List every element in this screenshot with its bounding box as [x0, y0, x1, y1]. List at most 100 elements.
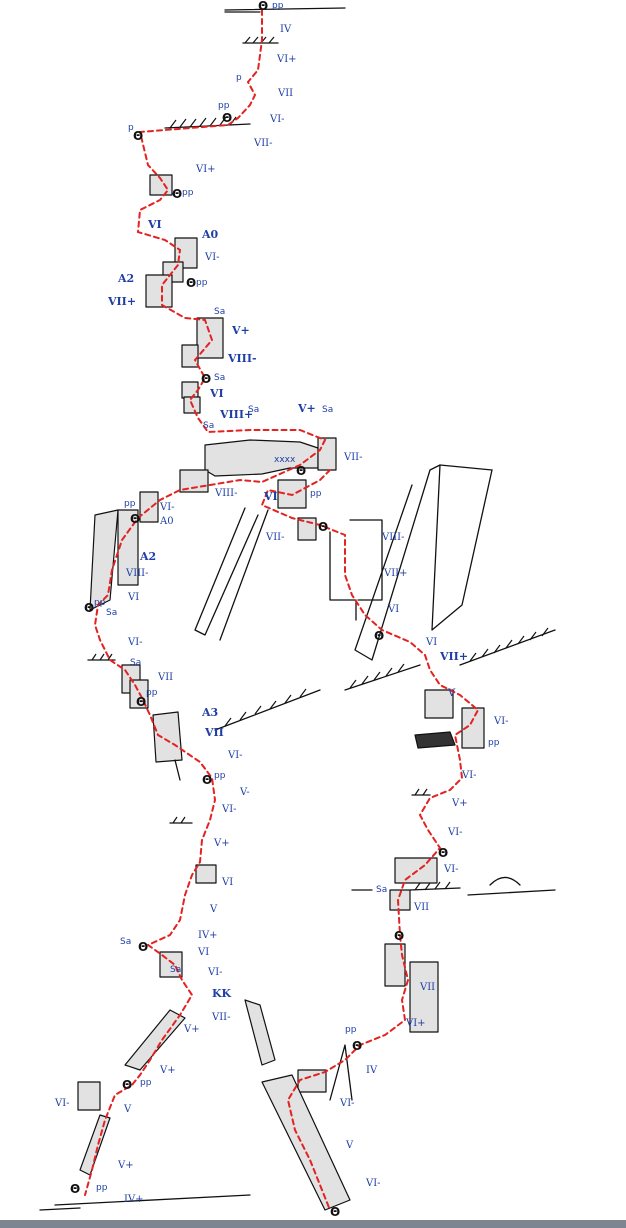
grade-label: V: [209, 904, 218, 915]
belay-icon: Θ: [352, 1039, 362, 1053]
rock-block: [317, 437, 337, 471]
sling-label: Sa: [214, 373, 225, 383]
crux-mark: xxxx: [274, 455, 296, 465]
left-slab: [89, 509, 119, 611]
belay-icon: Θ: [318, 520, 328, 534]
base-ledge: [39, 1207, 81, 1211]
belay-icon: Θ: [133, 129, 143, 143]
grade-label: IV+: [198, 930, 218, 941]
grade-label: VIII-: [125, 568, 148, 579]
grade-label: V-: [239, 787, 250, 798]
grade-label: VI-: [127, 637, 143, 648]
grade-label: VI+: [195, 164, 216, 175]
belay-icon: Θ: [172, 187, 182, 201]
rock-block: [297, 1069, 327, 1093]
boulder: [489, 876, 521, 886]
grade-label: VII: [277, 88, 293, 99]
rock-block: [139, 491, 159, 523]
belay-icon: Θ: [296, 464, 306, 478]
protection-markers: pp p pp p pp pp Sa Sa Sa Sa Sa xxxx pp p…: [94, 1, 500, 1193]
belay-icon: Θ: [130, 512, 140, 526]
sling-label: Sa: [322, 405, 333, 415]
grade-label: A0: [201, 228, 219, 241]
grade-label: V: [123, 1104, 132, 1115]
belay-icon: Θ: [222, 111, 232, 125]
roof-overhang: [204, 439, 319, 477]
right-corner: [349, 519, 383, 601]
lower-left-slab: [79, 1114, 111, 1176]
rock-features: [77, 174, 485, 1211]
grade-label: VIII+: [219, 408, 253, 421]
hatch-ledge: [169, 816, 193, 824]
grade-label: A3: [201, 706, 218, 719]
grade-label: V: [447, 688, 456, 699]
grade-label: VI: [127, 592, 139, 603]
grade-label: VI-: [339, 1098, 355, 1109]
rock-block: [424, 689, 454, 719]
slab-outline: [439, 464, 493, 471]
sling-label: Sa: [120, 937, 131, 947]
grade-label: V: [345, 1140, 354, 1151]
bottom-edge-bar: [0, 1220, 626, 1228]
lower-right-slab: [261, 1074, 351, 1211]
grade-label: VI: [209, 387, 224, 400]
hatch-ledge: [351, 881, 461, 891]
grade-label: V+: [117, 1160, 134, 1171]
rock-block: [389, 889, 411, 911]
sling-label: Sa: [130, 658, 141, 668]
double-piton-label: pp: [124, 499, 136, 509]
grade-label: VI+: [405, 1018, 426, 1029]
grade-label: VI-: [365, 1178, 381, 1189]
ledge-line: [467, 889, 556, 896]
grade-label: VI: [221, 877, 233, 888]
grade-label: VI-: [461, 770, 477, 781]
base-ledge: [54, 1194, 251, 1206]
hatch-ledge: [242, 36, 279, 44]
grade-label: V+: [183, 1024, 200, 1035]
lower-left-slab: [124, 1009, 186, 1071]
grade-label: A2: [117, 272, 134, 285]
hatch-ledge: [87, 653, 116, 661]
rock-block: [174, 237, 198, 269]
belay-icon: Θ: [374, 629, 384, 643]
grade-label: VII-: [253, 138, 273, 149]
rock-block: [195, 864, 217, 884]
grade-label: IV+: [124, 1194, 144, 1205]
rock-block: [461, 707, 485, 749]
grade-label: V+: [231, 324, 250, 337]
hatch-ledge: [459, 627, 556, 666]
piton-label: p: [236, 73, 242, 83]
rock-block: [152, 711, 183, 763]
grade-label: A0: [159, 516, 174, 527]
grade-label: VII: [413, 902, 429, 913]
grade-label: VI: [147, 218, 162, 231]
route-lines: [84, 9, 480, 1211]
belay-icon: Θ: [138, 940, 148, 954]
summit-ledge: [224, 7, 346, 13]
grade-label: VII+: [107, 295, 136, 308]
piton-label: p: [128, 123, 134, 133]
belay-icon: Θ: [202, 773, 212, 787]
double-piton-label: pp: [488, 738, 500, 748]
grade-label: A2: [139, 550, 156, 563]
grade-label: VI: [387, 604, 399, 615]
sling-label: Sa: [214, 307, 225, 317]
grade-label: VII+: [383, 568, 408, 579]
rock-faces: [39, 464, 556, 1211]
grade-label: VI: [263, 490, 278, 503]
belay-icon: Θ: [186, 276, 196, 290]
grade-label: VII-: [343, 452, 363, 463]
double-piton-label: pp: [196, 278, 208, 288]
rock-block: [181, 344, 199, 368]
right-route-grades: VI VII- VIII- VII+ VI VI VII+ V VI- VI- …: [263, 490, 509, 1189]
grade-label: VII+: [439, 650, 468, 663]
belay-icon: Θ: [122, 1078, 132, 1092]
rock-block: [409, 961, 439, 1033]
belay-icon: Θ: [330, 1205, 340, 1219]
grade-label: IV: [280, 24, 292, 35]
double-piton-label: pp: [272, 1, 284, 11]
double-piton-label: pp: [140, 1078, 152, 1088]
right-route-line: [260, 469, 480, 1211]
double-piton-label: pp: [345, 1025, 357, 1035]
double-piton-label: pp: [96, 1183, 108, 1193]
